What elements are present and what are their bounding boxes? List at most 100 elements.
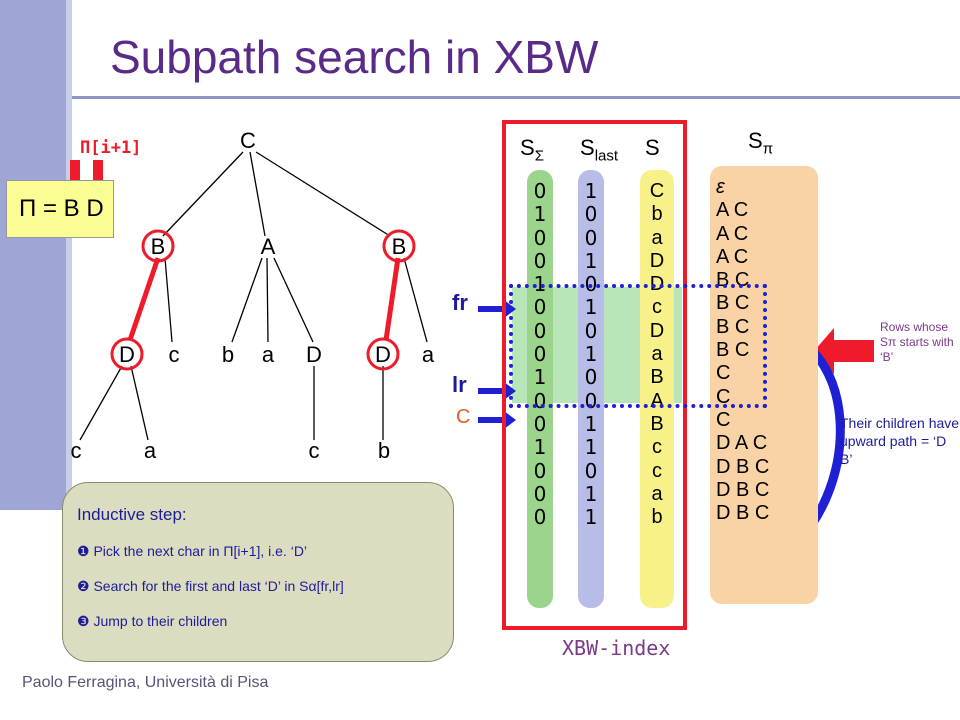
rows-note: Rows whose Sπ starts with ‘B’ <box>880 320 954 364</box>
s-cell: C <box>649 180 665 202</box>
edge-root-b2 <box>255 151 391 237</box>
s-sigma-cell: 0 <box>533 481 547 506</box>
inductive-title: Inductive step: <box>77 505 187 524</box>
node-d1: D <box>119 342 135 367</box>
header-s-pi: Sπ <box>748 128 774 158</box>
s-last-cell: 1 <box>584 342 598 367</box>
s-last-cell: 0 <box>584 202 598 227</box>
node-d2: D <box>306 342 322 367</box>
inductive-step-2: ❷ Search for the first and last ‘D’ in S… <box>77 578 344 594</box>
s-last-cell: 0 <box>584 458 598 483</box>
s-cell: c <box>652 436 662 459</box>
node-c3: c <box>309 438 320 463</box>
title-rule <box>72 96 960 99</box>
s-cell: B <box>650 366 664 389</box>
edge-b1-d1-highlight <box>127 257 161 341</box>
s-pi-cell: C <box>716 362 731 385</box>
label-c: C <box>456 406 471 428</box>
slide-title: Subpath search in XBW <box>110 31 599 83</box>
s-sigma-cell: 1 <box>533 202 547 227</box>
edge-a-d2 <box>273 257 314 343</box>
s-last-cell: 1 <box>584 505 598 530</box>
s-last-cell: 1 <box>584 435 598 460</box>
edge-a-a2 <box>266 257 269 343</box>
children-note: Their children have upward path = ‘D B’ <box>840 415 960 467</box>
s-sigma-cell: 0 <box>533 411 547 436</box>
s-pi-cell: D B C <box>716 502 770 525</box>
tree-edges <box>79 151 428 441</box>
slide-footer: Paolo Ferragina, Università di Pisa <box>22 674 269 691</box>
edge-b2-d3-highlight <box>383 257 401 341</box>
circle-d1 <box>110 337 144 371</box>
s-pi-cell: ε <box>716 176 725 198</box>
node-a3: a <box>422 342 435 367</box>
label-fr: fr <box>452 290 468 315</box>
s-last-cell: 0 <box>584 318 598 343</box>
s-cell: D <box>649 319 665 342</box>
inductive-step-1: ❶ Pick the next char in Π[i+1], i.e. ‘D’ <box>77 543 308 559</box>
s-pi-cell: C <box>716 408 731 431</box>
s-pi-cell: B C <box>716 292 750 315</box>
edge-d1-c2 <box>79 365 123 441</box>
node-d3: D <box>375 342 391 367</box>
s-sigma-cell: 0 <box>533 458 547 483</box>
s-cell: b <box>651 203 663 226</box>
node-c1: c <box>169 342 180 367</box>
node-b4: b <box>378 438 390 463</box>
header-s-last: Slast <box>580 135 619 165</box>
s-pi-cell: D B C <box>716 478 770 501</box>
c-arrow <box>504 411 516 429</box>
xbw-index-label: XBW-index <box>562 636 671 660</box>
s-pi-cell: D B C <box>716 455 770 478</box>
circle-b1 <box>141 229 175 263</box>
node-a: A <box>261 234 276 259</box>
s-pi-cell: B C <box>716 339 750 362</box>
s-last-cell: 1 <box>584 481 598 506</box>
node-root: C <box>240 128 256 153</box>
node-a4: a <box>144 438 157 463</box>
s-pi-cell: B C <box>716 315 750 338</box>
s-last-cell: 1 <box>584 411 598 436</box>
s-sigma-cell: 0 <box>533 295 547 320</box>
s-sigma-cell: 0 <box>533 342 547 367</box>
s-cell: B <box>650 412 664 435</box>
circle-b2 <box>382 229 416 263</box>
s-pi-cell: A C <box>716 245 749 268</box>
node-a2: a <box>262 342 275 367</box>
s-last-cell: 1 <box>584 248 598 273</box>
edge-root-a <box>249 151 266 237</box>
node-b1: B <box>151 234 166 259</box>
header-s-sigma: SΣ <box>520 135 544 165</box>
label-lr: lr <box>452 372 467 397</box>
s-last-cell: 1 <box>584 295 598 320</box>
s-cell: a <box>651 226 663 249</box>
s-pi-cell: A C <box>716 199 749 222</box>
header-s: S <box>645 135 660 160</box>
edge-root-b1 <box>162 151 244 237</box>
column-s: C b a D D c D a B A B c c a b <box>640 170 674 608</box>
s-sigma-cell: 0 <box>533 248 547 273</box>
xbw-index-frame <box>502 120 687 630</box>
s-last-cell: 1 <box>584 179 598 203</box>
s-pi-cell: D A C <box>716 432 768 455</box>
column-s-pi: ε A C A C A C B C B C B C B C C C C D A … <box>710 166 818 604</box>
s-cell: D <box>649 249 665 272</box>
s-pi-cell: C <box>716 385 731 408</box>
s-cell: a <box>651 482 663 505</box>
range-dotted-box <box>509 284 767 408</box>
s-cell: c <box>652 296 662 319</box>
edge-b2-a3 <box>403 257 428 343</box>
s-pi-cell: A C <box>716 222 749 245</box>
s-sigma-cell: 1 <box>533 365 547 390</box>
s-sigma-cell: 0 <box>533 505 547 530</box>
s-cell: b <box>651 506 663 529</box>
node-b3: b <box>222 342 234 367</box>
s-sigma-cell: 0 <box>533 318 547 343</box>
s-last-cell: 0 <box>584 365 598 390</box>
inductive-step-3: ❸ Jump to their children <box>77 613 228 629</box>
s-cell: a <box>651 343 663 366</box>
pattern-index-label: Π[i+1] <box>80 138 142 158</box>
edge-b1-c1 <box>164 257 173 343</box>
s-sigma-cell: 0 <box>533 225 547 250</box>
